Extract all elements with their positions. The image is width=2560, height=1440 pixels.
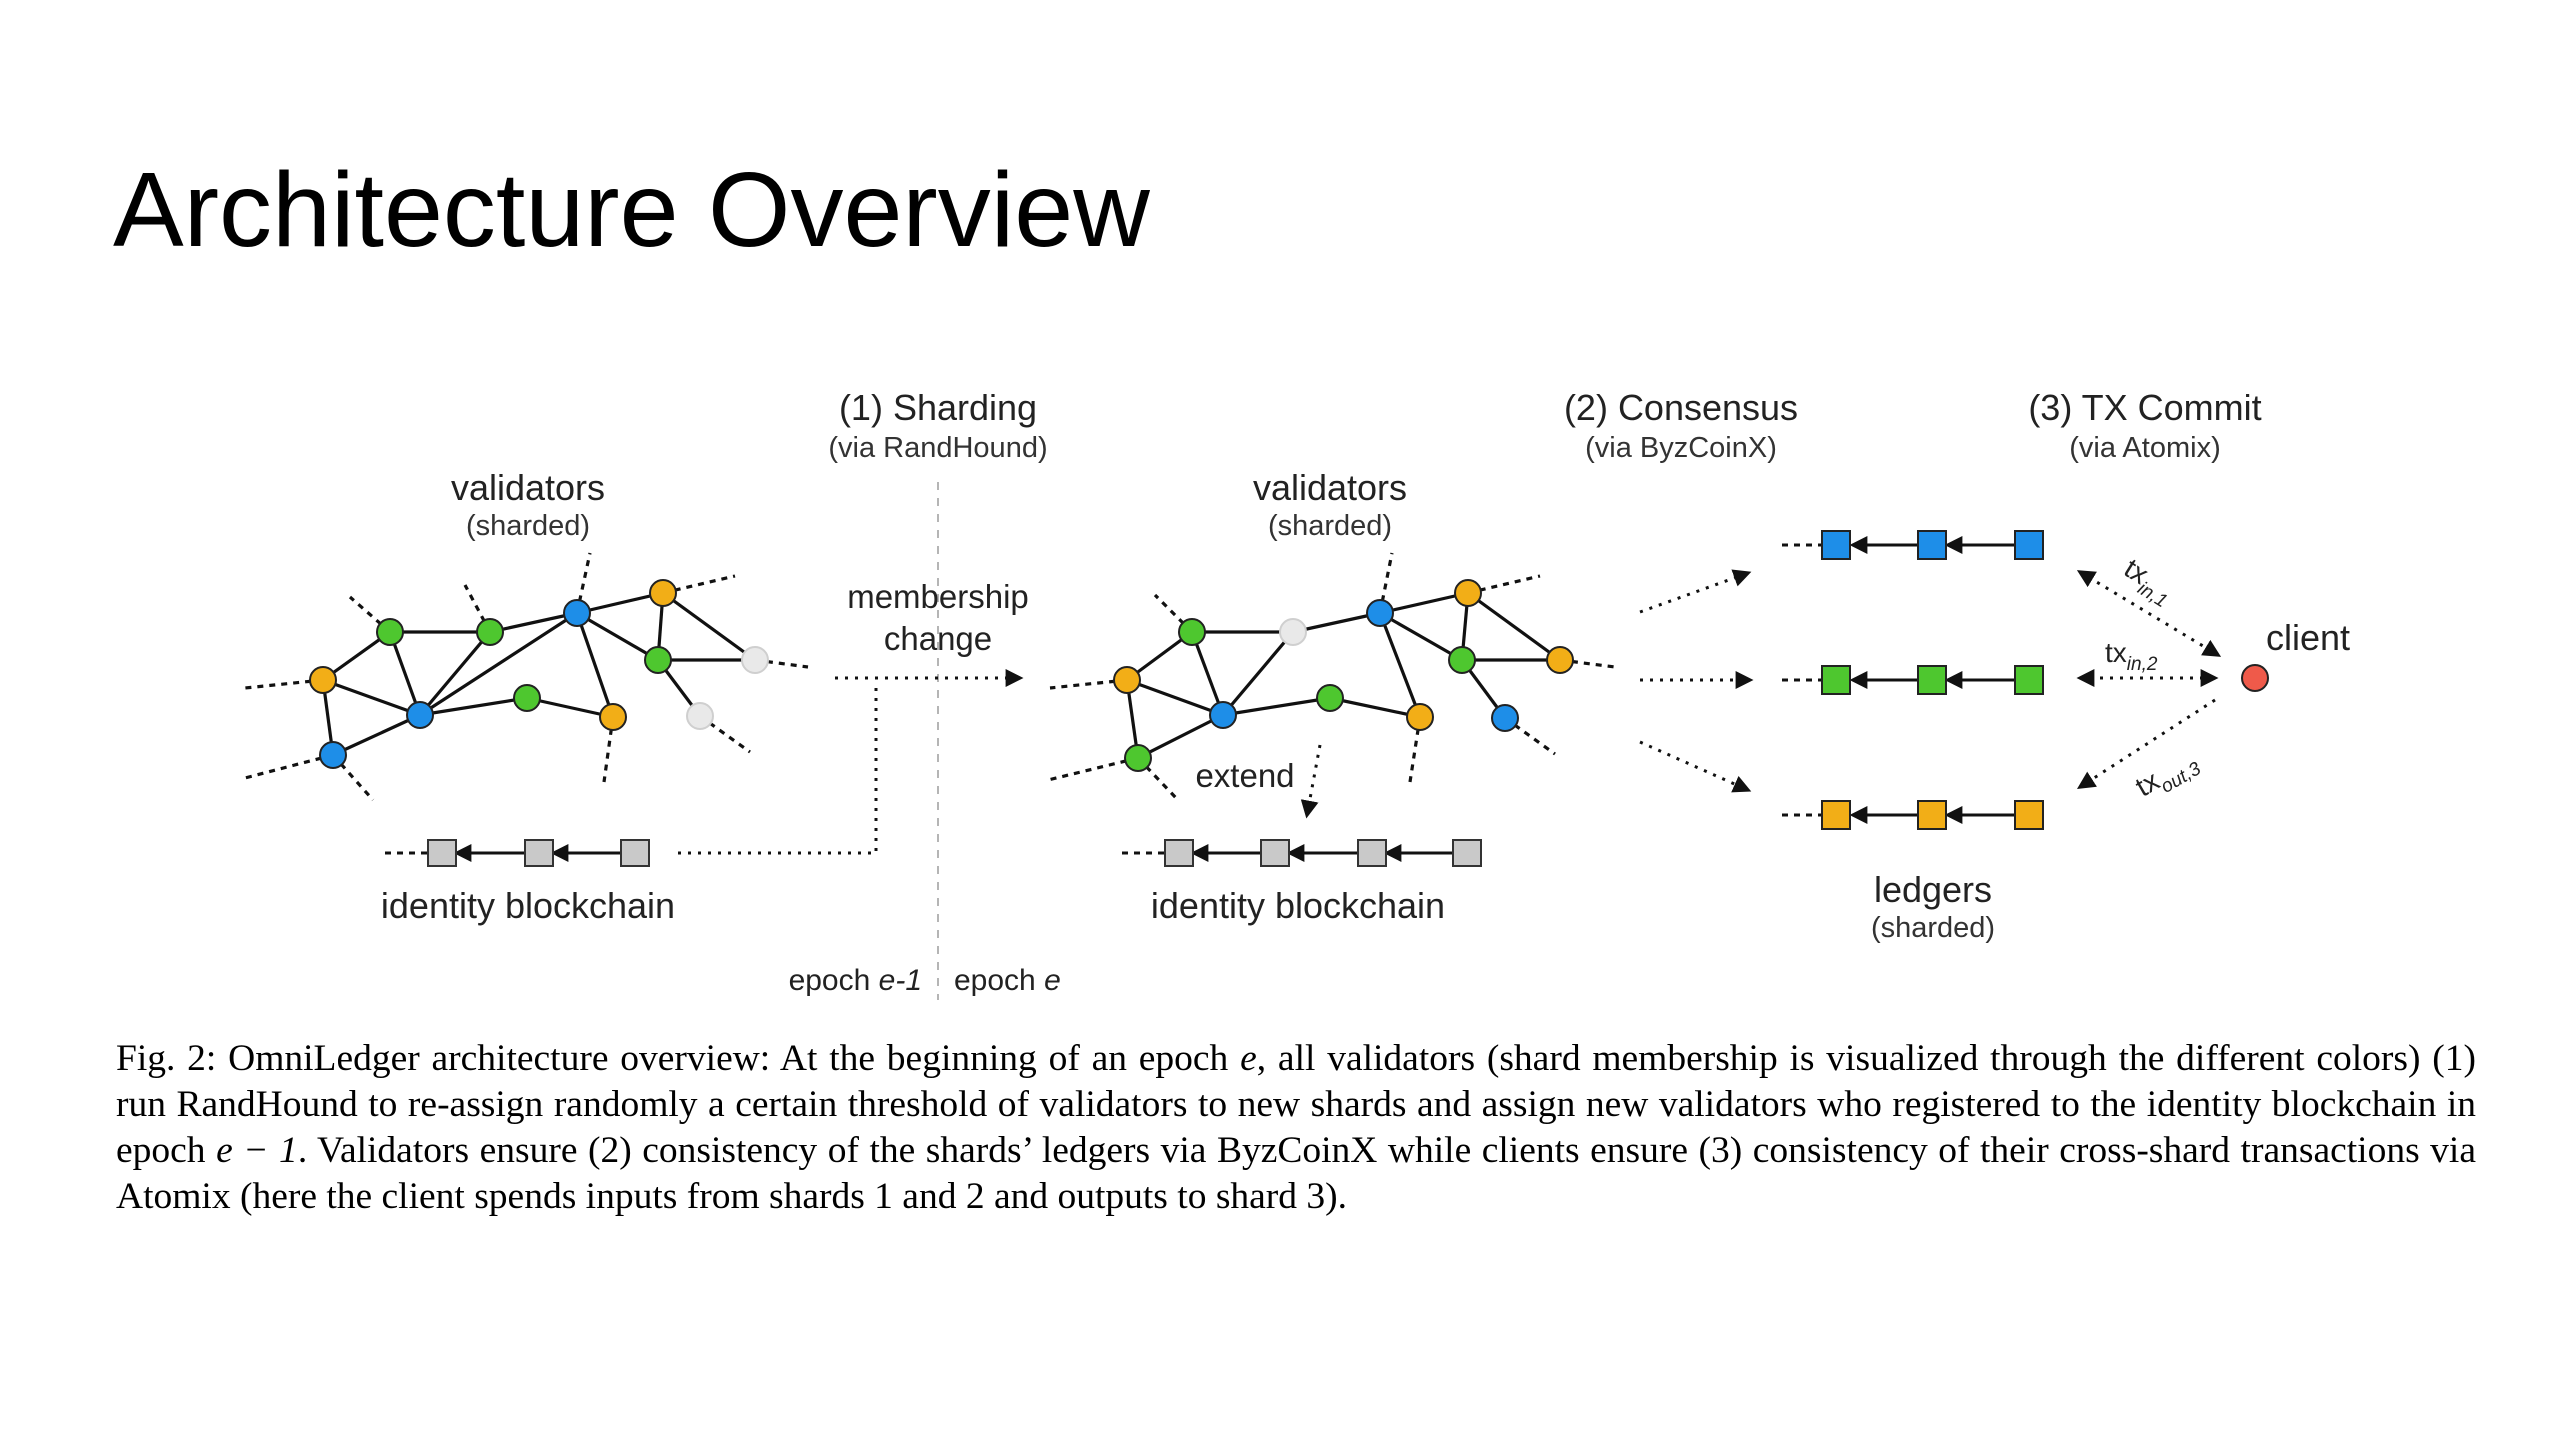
identity-block xyxy=(620,839,650,867)
identity-block xyxy=(1452,839,1482,867)
epoch-left-label: epoch e-1 xyxy=(789,964,922,997)
validator-node xyxy=(1209,701,1237,729)
client-label: client xyxy=(2266,617,2350,658)
ledger-green xyxy=(1782,665,2044,695)
identity-block xyxy=(1357,839,1387,867)
validator-node xyxy=(563,599,591,627)
tx-in-2-label: txin,2 xyxy=(2105,637,2158,675)
extend-label: extend xyxy=(1195,757,1294,794)
identity-block xyxy=(1164,839,1194,867)
validators-right-title: validators xyxy=(1253,467,1407,508)
validator-node xyxy=(644,646,672,674)
tx-in-1-label: txin,1 xyxy=(2115,552,2180,612)
validator-node xyxy=(1448,646,1476,674)
identity-blockchain-left xyxy=(385,839,650,867)
membership-change-line2: change xyxy=(884,620,992,657)
epoch-right-label: epoch e xyxy=(954,964,1061,997)
validator-node xyxy=(1316,684,1344,712)
step2-subtitle: (via ByzCoinX) xyxy=(1585,432,1777,464)
ledger-block xyxy=(1917,800,1947,830)
validator-node xyxy=(649,579,677,607)
ledger-block xyxy=(2014,800,2044,830)
step2-title: (2) Consensus xyxy=(1564,387,1798,428)
caption-var-e: e xyxy=(1240,1038,1257,1079)
caption-part3: . Validators ensure (2) consistency of t… xyxy=(116,1130,2476,1217)
slide-title: Architecture Overview xyxy=(113,151,1150,269)
validator-node xyxy=(1366,599,1394,627)
caption-var-e-minus-1: e − 1 xyxy=(216,1130,298,1171)
validator-node xyxy=(406,701,434,729)
validator-node xyxy=(319,741,347,769)
ledger-block xyxy=(1917,665,1947,695)
validators-right-nodes xyxy=(1113,579,1574,772)
ledger-block xyxy=(1821,530,1851,560)
validator-node xyxy=(1113,666,1141,694)
step1-title: (1) Sharding xyxy=(839,387,1037,428)
validator-node xyxy=(1279,618,1307,646)
validator-node xyxy=(599,703,627,731)
ledger-block xyxy=(1917,530,1947,560)
validators-right-subtitle: (sharded) xyxy=(1268,510,1392,542)
validators-left-subtitle: (sharded) xyxy=(466,510,590,542)
step1-subtitle: (via RandHound) xyxy=(828,432,1047,464)
validator-node xyxy=(1178,618,1206,646)
caption-part2: , all validators (shard membership is vi… xyxy=(116,1038,2477,1171)
ledger-orange xyxy=(1782,800,2044,830)
identity-block xyxy=(1260,839,1290,867)
validator-node xyxy=(741,646,769,674)
identity-blockchain-right-label: identity blockchain xyxy=(1151,885,1445,926)
validator-node xyxy=(1406,703,1434,731)
caption-part1: Fig. 2: OmniLedger architecture overview… xyxy=(116,1038,1241,1079)
validator-node xyxy=(513,684,541,712)
ledger-block xyxy=(1821,665,1851,695)
validator-node xyxy=(1546,646,1574,674)
client-node xyxy=(2241,664,2269,692)
validators-left-title: validators xyxy=(451,467,605,508)
validator-node xyxy=(1454,579,1482,607)
identity-block xyxy=(524,839,554,867)
ledgers-subtitle: (sharded) xyxy=(1871,912,1995,944)
ledger-block xyxy=(1821,800,1851,830)
validator-node xyxy=(309,666,337,694)
consensus-arrows xyxy=(1639,569,1754,793)
validator-node xyxy=(376,618,404,646)
figure-caption: Fig. 2: OmniLedger architecture overview… xyxy=(116,1036,2476,1220)
identity-blockchain-right xyxy=(1122,839,1482,867)
ledgers-title: ledgers xyxy=(1874,869,1992,910)
validator-node xyxy=(686,702,714,730)
membership-change-line1: membership xyxy=(847,578,1029,615)
validator-node xyxy=(1124,744,1152,772)
validators-left-nodes xyxy=(309,579,769,769)
ledger-block xyxy=(2014,530,2044,560)
identity-block xyxy=(427,839,457,867)
tx-arrows xyxy=(2076,570,2222,789)
validator-node xyxy=(1491,704,1519,732)
identity-blockchain-left-label: identity blockchain xyxy=(381,885,675,926)
step3-title: (3) TX Commit xyxy=(2028,387,2261,428)
extend-arrow xyxy=(1300,744,1322,819)
tx-out-3-label: txout,3 xyxy=(2130,743,2205,808)
step3-subtitle: (via Atomix) xyxy=(2069,432,2220,464)
ledger-block xyxy=(2014,665,2044,695)
ledger-blue xyxy=(1782,530,2044,560)
validator-node xyxy=(476,618,504,646)
